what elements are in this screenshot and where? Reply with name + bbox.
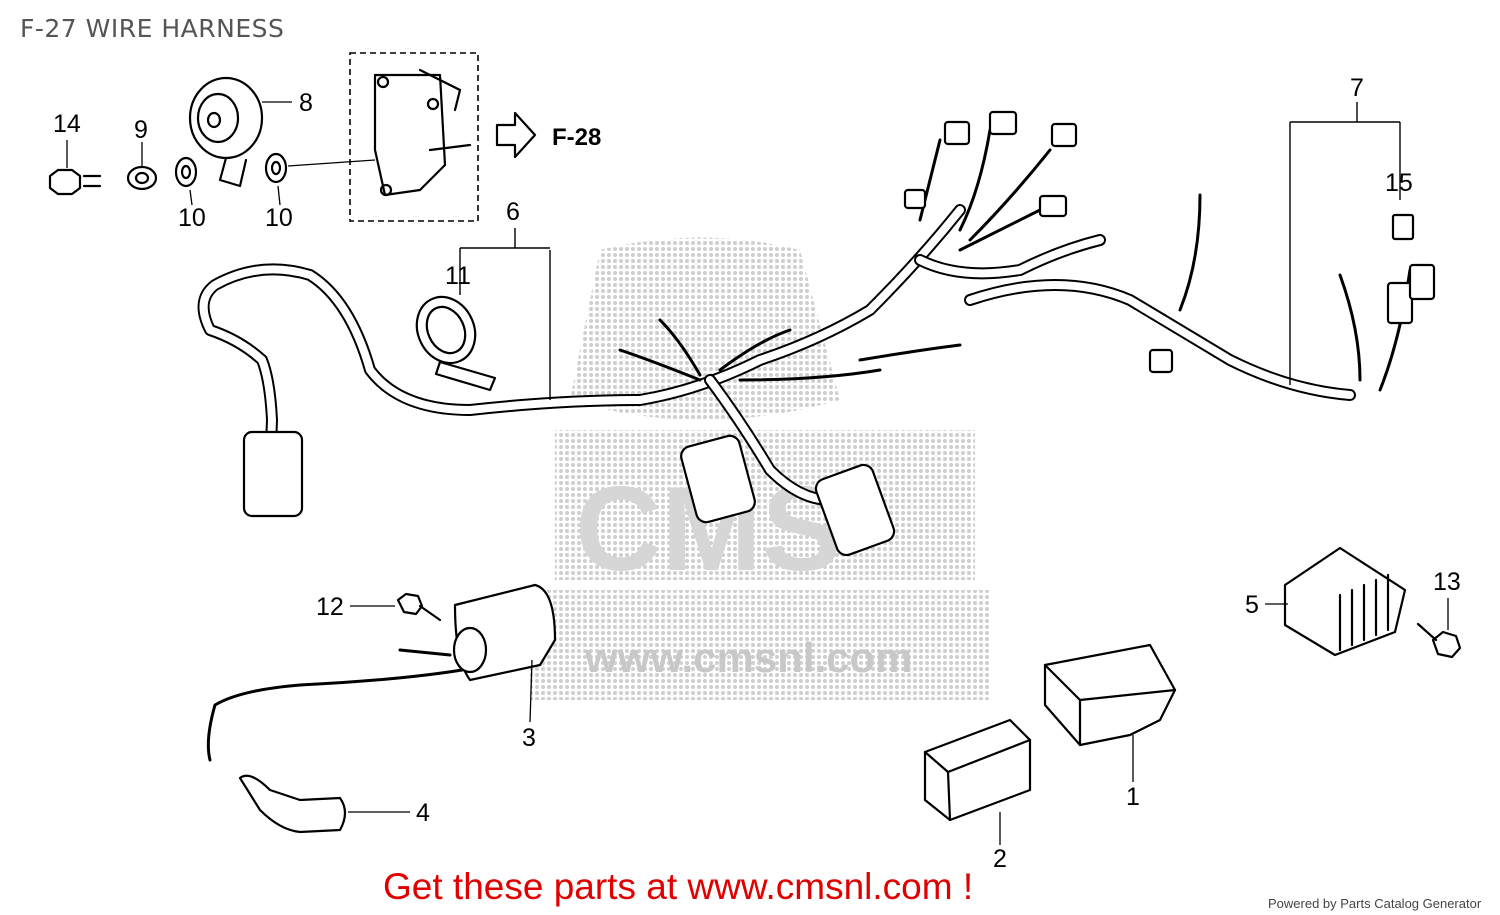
reference-arrow-icon — [495, 111, 537, 159]
part-13-bolt — [1416, 598, 1462, 659]
callout-11[interactable]: 11 — [445, 262, 471, 290]
callout-7[interactable]: 7 — [1350, 74, 1364, 102]
part-1-rubber-boot — [1043, 643, 1177, 782]
callout-9[interactable]: 9 — [134, 116, 148, 144]
callout-13[interactable]: 13 — [1433, 568, 1461, 596]
callout-3[interactable]: 3 — [522, 724, 536, 752]
part-6-main-harness — [197, 110, 1436, 557]
callout-4[interactable]: 4 — [416, 799, 430, 827]
watermark-url-text: www.cmsnl.com — [584, 634, 913, 681]
callout-8[interactable]: 8 — [299, 89, 313, 117]
part-11-clamp — [415, 295, 497, 392]
callout-15[interactable]: 15 — [1385, 169, 1413, 197]
callout-1[interactable]: 1 — [1126, 783, 1140, 811]
part-10-grommet-right — [264, 152, 376, 206]
part-5-regulator — [1265, 546, 1407, 657]
callout-10a[interactable]: 10 — [178, 204, 206, 232]
bracket-reference-box — [349, 52, 479, 222]
callout-bracket-6 — [459, 228, 550, 295]
part-10-grommet-left — [174, 156, 198, 206]
callout-10b[interactable]: 10 — [265, 204, 293, 232]
callout-bracket-7 — [1289, 102, 1415, 385]
callout-6[interactable]: 6 — [506, 198, 520, 226]
callout-12[interactable]: 12 — [316, 593, 344, 621]
callout-14[interactable]: 14 — [53, 110, 81, 138]
callout-5[interactable]: 5 — [1245, 591, 1259, 619]
watermark: CMS www.cmsnl.com — [530, 237, 990, 700]
part-4-plug-cap — [238, 774, 410, 834]
callout-2[interactable]: 2 — [993, 845, 1007, 873]
part-9-collar — [126, 142, 158, 191]
cta-link[interactable]: Get these parts at www.cmsnl.com ! — [383, 866, 974, 907]
page-title: F-27 WIRE HARNESS — [20, 14, 285, 43]
reference-label-f28[interactable]: F-28 — [552, 124, 601, 151]
part-2-control-unit — [923, 718, 1032, 845]
part-3-ignition-coil — [206, 583, 557, 762]
part-14-bolt — [48, 140, 102, 196]
part-12-bolt — [350, 592, 442, 622]
part-8-horn — [188, 76, 292, 188]
footer-credit: Powered by Parts Catalog Generator — [1268, 896, 1482, 911]
